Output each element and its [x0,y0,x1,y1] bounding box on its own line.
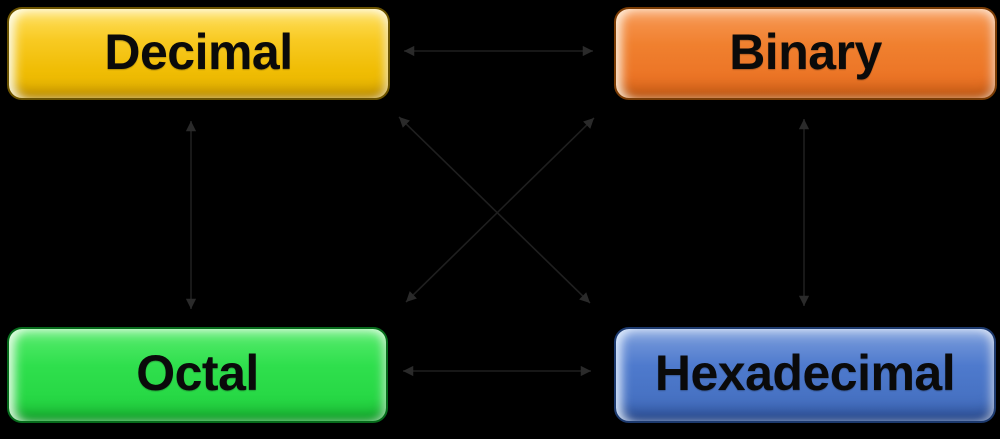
node-decimal-label: Decimal [104,23,293,80]
node-binary[interactable]: Binary [614,7,997,100]
node-hexadecimal[interactable]: Hexadecimal [614,327,996,423]
node-hexadecimal-label: Hexadecimal [654,345,956,401]
node-decimal[interactable]: Decimal [7,7,390,100]
node-octal-label: Octal [136,345,259,401]
arrow-decimal-hexadecimal [398,116,591,304]
node-octal[interactable]: Octal [7,327,388,423]
node-binary-label: Binary [729,23,882,80]
arrow-octal-binary [405,117,595,303]
